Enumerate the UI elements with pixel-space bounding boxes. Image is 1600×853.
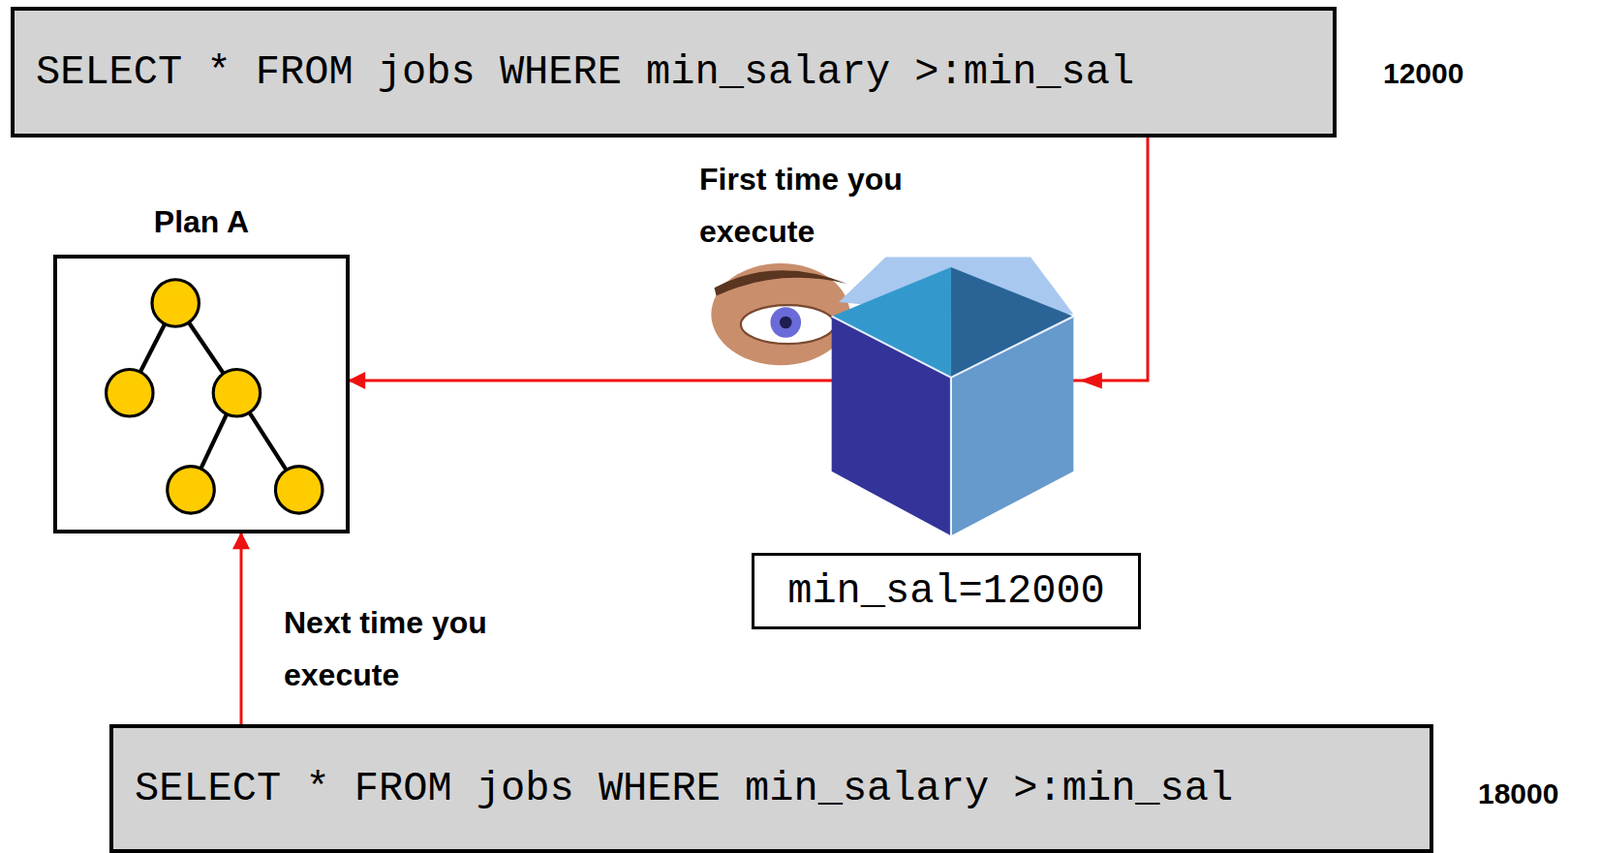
tree-node: [106, 369, 154, 416]
query-box: SELECT * FROM jobs WHERE min_salary >:mi…: [109, 724, 1434, 853]
eye-iris: [769, 307, 801, 339]
plan-box: Plan A: [53, 254, 350, 534]
bind-value-box: min_sal=12000: [751, 553, 1141, 630]
step-note: First time you execute: [699, 153, 908, 259]
bind-value: 18000: [1477, 776, 1559, 812]
cube-edge: [831, 316, 1075, 378]
bind-value: 12000: [1383, 56, 1464, 92]
cube-edge: [950, 377, 953, 536]
plan-tree: [106, 279, 323, 514]
tree-node: [167, 466, 215, 514]
eye-icon: [710, 263, 850, 366]
arrow-head: [1079, 372, 1103, 390]
eye-white: [740, 305, 835, 344]
tree-node: [152, 279, 199, 327]
eye-skin: [710, 263, 850, 366]
flow-arrow: [240, 533, 244, 725]
code-text: min_sal=12000: [787, 568, 1106, 616]
eye-pupil: [779, 316, 793, 330]
plan-heading: Plan A: [57, 204, 346, 241]
cube-face: [831, 316, 952, 537]
tree-node: [213, 369, 260, 416]
code-text: SELECT * FROM jobs WHERE min_salary >:mi…: [134, 766, 1233, 813]
query-box: SELECT * FROM jobs WHERE min_salary >:mi…: [10, 6, 1337, 138]
step-note: Next time you execute: [283, 596, 493, 703]
cube-icon: [831, 257, 1075, 537]
tree-node: [275, 466, 322, 514]
cube-face: [951, 316, 1074, 537]
eye-brow: [714, 270, 848, 296]
code-text: SELECT * FROM jobs WHERE min_salary >:mi…: [35, 49, 1135, 96]
